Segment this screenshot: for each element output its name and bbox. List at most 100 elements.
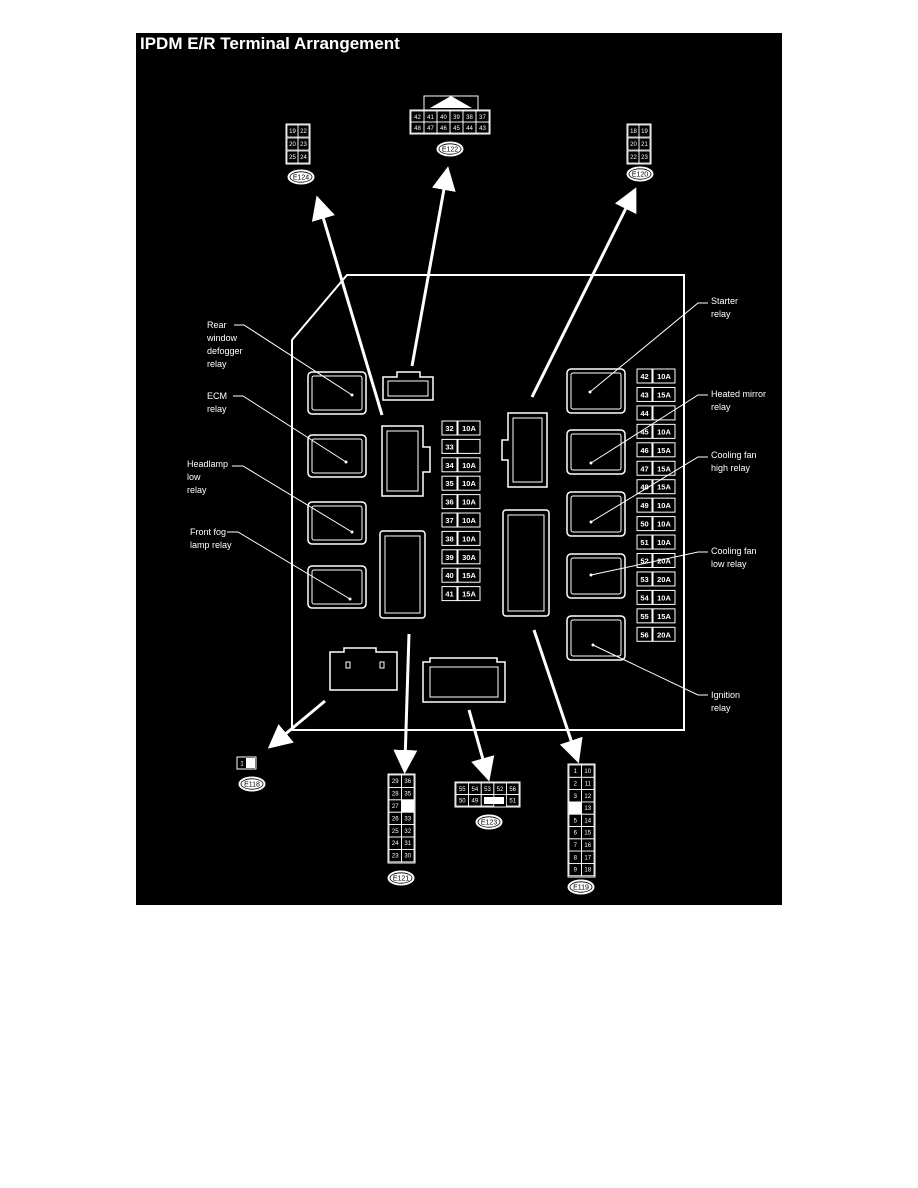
socket-e123 bbox=[422, 657, 506, 703]
fuse-35: 35 10A bbox=[441, 475, 481, 491]
fuse-rating: 10A bbox=[462, 516, 476, 525]
pin-label: 30 bbox=[404, 854, 411, 860]
svg-text:Rear: Rear bbox=[207, 320, 227, 330]
pin-label: 51 bbox=[509, 799, 516, 805]
connector-id-label: E120 bbox=[632, 172, 648, 179]
label-headlamp-low-relay: Headlamp low relay bbox=[187, 459, 228, 495]
fuse-rating: 15A bbox=[657, 390, 671, 399]
fuse-rating: 15A bbox=[657, 464, 671, 473]
pin-label: 4 bbox=[574, 806, 578, 812]
pin-label: 54 bbox=[472, 787, 479, 793]
pin-label: 6 bbox=[574, 831, 578, 837]
svg-text:defogger: defogger bbox=[207, 346, 243, 356]
svg-text:low: low bbox=[187, 472, 201, 482]
fuse-rating: 10A bbox=[462, 424, 476, 433]
fuse-number: 43 bbox=[640, 390, 648, 399]
pin-label: 16 bbox=[584, 843, 591, 849]
pin-label: 45 bbox=[453, 126, 460, 132]
fuse-rating: 10A bbox=[462, 534, 476, 543]
label-rear-window-defogger-relay: Rear window defogger relay bbox=[206, 320, 243, 369]
pin-label: 33 bbox=[404, 816, 411, 822]
fuse-rating: 10A bbox=[657, 372, 671, 381]
socket-e124 bbox=[381, 425, 431, 497]
fuse-rating: 10A bbox=[657, 520, 671, 529]
relay-cooling-fan-low bbox=[566, 553, 626, 599]
pin-label: 18 bbox=[584, 868, 591, 874]
connector-id-label: E118 bbox=[244, 782, 260, 789]
fuse-number: 36 bbox=[445, 498, 453, 507]
svg-text:high relay: high relay bbox=[711, 463, 751, 473]
pin-label: 27 bbox=[392, 804, 399, 810]
pin-label: 28 bbox=[392, 792, 399, 798]
pin-label: 55 bbox=[459, 787, 466, 793]
pin-label: 14 bbox=[584, 818, 591, 824]
svg-text:Ignition: Ignition bbox=[711, 690, 740, 700]
pin-label: 50 bbox=[459, 799, 466, 805]
svg-text:window: window bbox=[206, 333, 238, 343]
pin-label: 23 bbox=[300, 142, 307, 148]
fuse-36: 36 10A bbox=[441, 494, 481, 510]
pin-label: 19 bbox=[289, 129, 296, 135]
pin-label: 49 bbox=[472, 799, 479, 805]
fuse-rating: 10A bbox=[462, 479, 476, 488]
fuse-rating: 10A bbox=[462, 498, 476, 507]
connector-id-label: E124 bbox=[293, 175, 309, 182]
pin-label: 10 bbox=[584, 769, 591, 775]
pin-label: 44 bbox=[466, 126, 473, 132]
pin-label: 12 bbox=[584, 794, 591, 800]
label-ecm-relay: ECM relay bbox=[207, 391, 227, 414]
fuse-number: 49 bbox=[640, 501, 648, 510]
pin-label: 8 bbox=[574, 855, 578, 861]
arrow-e119 bbox=[532, 629, 583, 764]
pin-label: 1 bbox=[574, 769, 578, 775]
fuse-rating: 10A bbox=[657, 427, 671, 436]
fuse-rating: 20A bbox=[657, 557, 671, 566]
svg-text:relay: relay bbox=[207, 359, 227, 369]
fuse-rating: 15A bbox=[657, 446, 671, 455]
pin-label: 5 bbox=[574, 818, 578, 824]
pin-label: 9 bbox=[574, 868, 578, 874]
pin-label: 17 bbox=[584, 855, 591, 861]
fuse-rating: 15A bbox=[462, 571, 476, 580]
fuse-number: 39 bbox=[445, 553, 453, 562]
connector-id-label: E123 bbox=[481, 820, 497, 827]
fuse-rating: 10A bbox=[657, 538, 671, 547]
svg-text:relay: relay bbox=[711, 402, 731, 412]
svg-text:Cooling fan: Cooling fan bbox=[711, 546, 757, 556]
relay-front-fog bbox=[307, 565, 367, 609]
pin-label: 18 bbox=[630, 129, 637, 135]
pin-label: 40 bbox=[440, 115, 447, 121]
socket-e118 bbox=[329, 647, 398, 691]
svg-text:lamp relay: lamp relay bbox=[190, 540, 232, 550]
svg-text:relay: relay bbox=[711, 309, 731, 319]
pin-label: 2 bbox=[574, 781, 578, 787]
pin-label: 1 bbox=[240, 762, 244, 768]
label-ignition-relay: Ignition relay bbox=[711, 690, 740, 713]
pin-label: 48 bbox=[414, 126, 421, 132]
fuse-rating: 15A bbox=[462, 590, 476, 599]
label-cooling-fan-low-relay: Cooling fan low relay bbox=[711, 546, 757, 569]
arrow-e118 bbox=[267, 699, 326, 749]
fuse-rating: 15A bbox=[657, 612, 671, 621]
arrow-e121 bbox=[393, 633, 418, 774]
fuse-number: 35 bbox=[445, 479, 453, 488]
